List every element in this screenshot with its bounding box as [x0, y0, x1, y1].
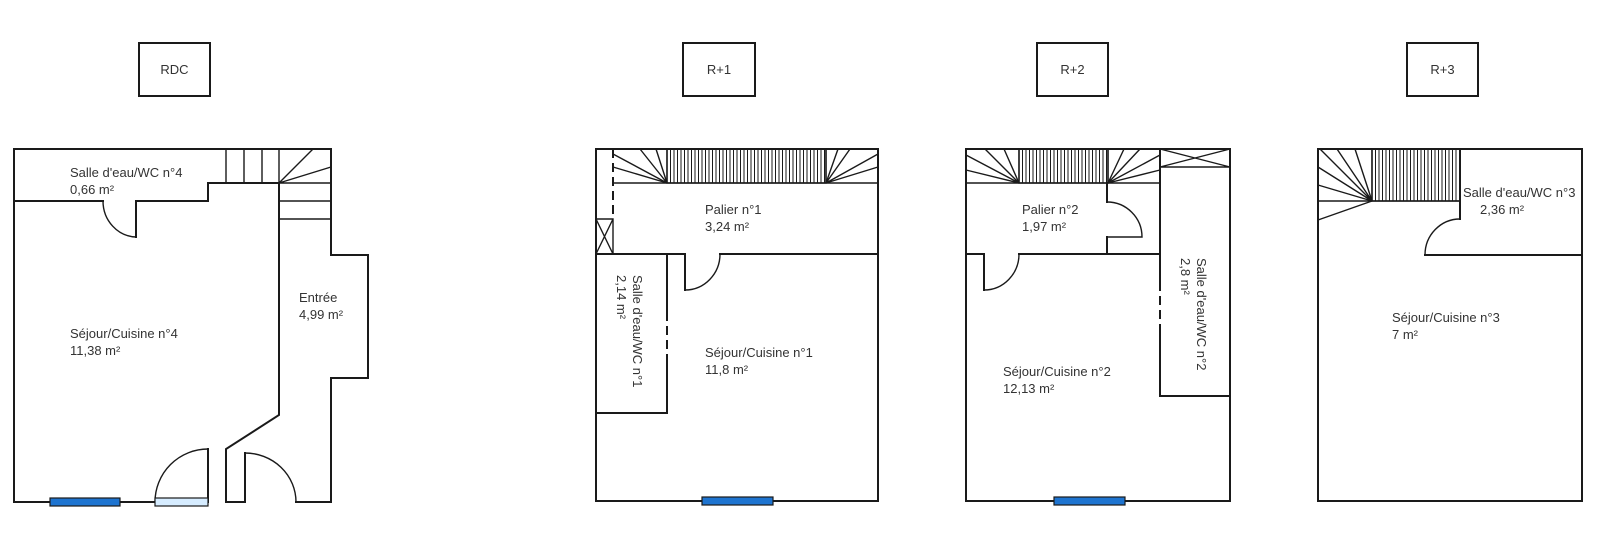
stair-straight: [1371, 148, 1461, 202]
stair-straight: [666, 148, 827, 184]
door-arc: [684, 253, 721, 291]
room-name: Salle d'eau/WC n°4: [70, 165, 182, 180]
room-name: Séjour/Cuisine n°4: [70, 326, 178, 341]
level-label-text: R+2: [1060, 62, 1084, 77]
window: [1053, 496, 1126, 506]
room-name: Palier n°2: [1022, 202, 1079, 217]
shaft-x: [595, 218, 614, 255]
door-arc: [1106, 201, 1143, 238]
landing-wall: [595, 253, 879, 291]
level-label-rdc: RDC: [138, 42, 211, 97]
stair-outline: [613, 149, 878, 184]
plan-r3: Salle d'eau/WC n°3 2,36 m² Séjour/Cuisin…: [1317, 148, 1583, 502]
room-area: 4,99 m²: [299, 307, 344, 322]
door-arc: [154, 448, 209, 503]
shaft-x: [1159, 148, 1231, 168]
stair-frame: [1018, 148, 1109, 184]
door-arc: [983, 253, 1020, 291]
room-area: 1,97 m²: [1022, 219, 1067, 234]
stair-winder: [278, 148, 332, 220]
room-area: 2,14 m²: [614, 275, 629, 320]
room-name: Salle d'eau/WC n°2: [1194, 258, 1209, 370]
stair-outline: [966, 149, 1160, 184]
stair-winder: [1317, 148, 1373, 221]
room-area: 2,36 m²: [1480, 202, 1525, 217]
room-name: Palier n°1: [705, 202, 762, 217]
plan-r1: Palier n°1 3,24 m² Salle d'eau/WC n°1 2,…: [595, 148, 879, 506]
room-area: 11,38 m²: [70, 343, 121, 358]
room-name: Salle d'eau/WC n°1: [630, 275, 645, 387]
stair-straight: [1018, 148, 1109, 184]
room-area: 12,13 m²: [1003, 381, 1055, 396]
room-name: Entrée: [299, 290, 337, 305]
room-name: Séjour/Cuisine n°2: [1003, 364, 1111, 379]
glass-door: [154, 497, 209, 507]
window: [49, 497, 121, 507]
bathroom-wall: [1159, 148, 1231, 397]
bathroom-wall: [13, 182, 280, 238]
level-label-r3: R+3: [1406, 42, 1479, 97]
outer-wall: [965, 148, 1231, 502]
door-arc: [244, 452, 297, 503]
door-arc: [102, 200, 137, 238]
room-name: Séjour/Cuisine n°3: [1392, 310, 1500, 325]
room-name: Séjour/Cuisine n°1: [705, 345, 813, 360]
level-label-text: R+1: [707, 62, 731, 77]
level-label-text: RDC: [160, 62, 188, 77]
interior-wall: [225, 182, 280, 503]
room-area: 7 m²: [1392, 327, 1419, 342]
door-arc: [1424, 218, 1461, 256]
bathroom-wall: [595, 253, 668, 414]
room-area: 11,8 m²: [705, 362, 749, 377]
level-label-text: R+3: [1430, 62, 1454, 77]
window: [701, 496, 774, 506]
bathroom-wall: [1424, 148, 1583, 256]
stair-winder: [965, 148, 1161, 184]
stair-frame: [1371, 148, 1461, 202]
room-area: 0,66 m²: [70, 182, 115, 197]
room-name: Salle d'eau/WC n°3: [1463, 185, 1575, 200]
level-label-r2: R+2: [1036, 42, 1109, 97]
landing-wall: [965, 182, 1161, 291]
stair-straight: [225, 149, 263, 183]
plan-r2: Palier n°2 1,97 m² Salle d'eau/WC n°2 2,…: [965, 148, 1231, 506]
stair-outline: [1318, 149, 1460, 202]
outer-wall: [1317, 148, 1583, 502]
room-area: 3,24 m²: [705, 219, 750, 234]
room-area: 2,8 m²: [1178, 258, 1193, 296]
plan-rdc: Salle d'eau/WC n°4 0,66 m² Entrée 4,99 m…: [13, 148, 369, 507]
level-label-r1: R+1: [682, 42, 756, 97]
stair-winder: [612, 148, 879, 184]
stair-frame: [666, 148, 827, 184]
